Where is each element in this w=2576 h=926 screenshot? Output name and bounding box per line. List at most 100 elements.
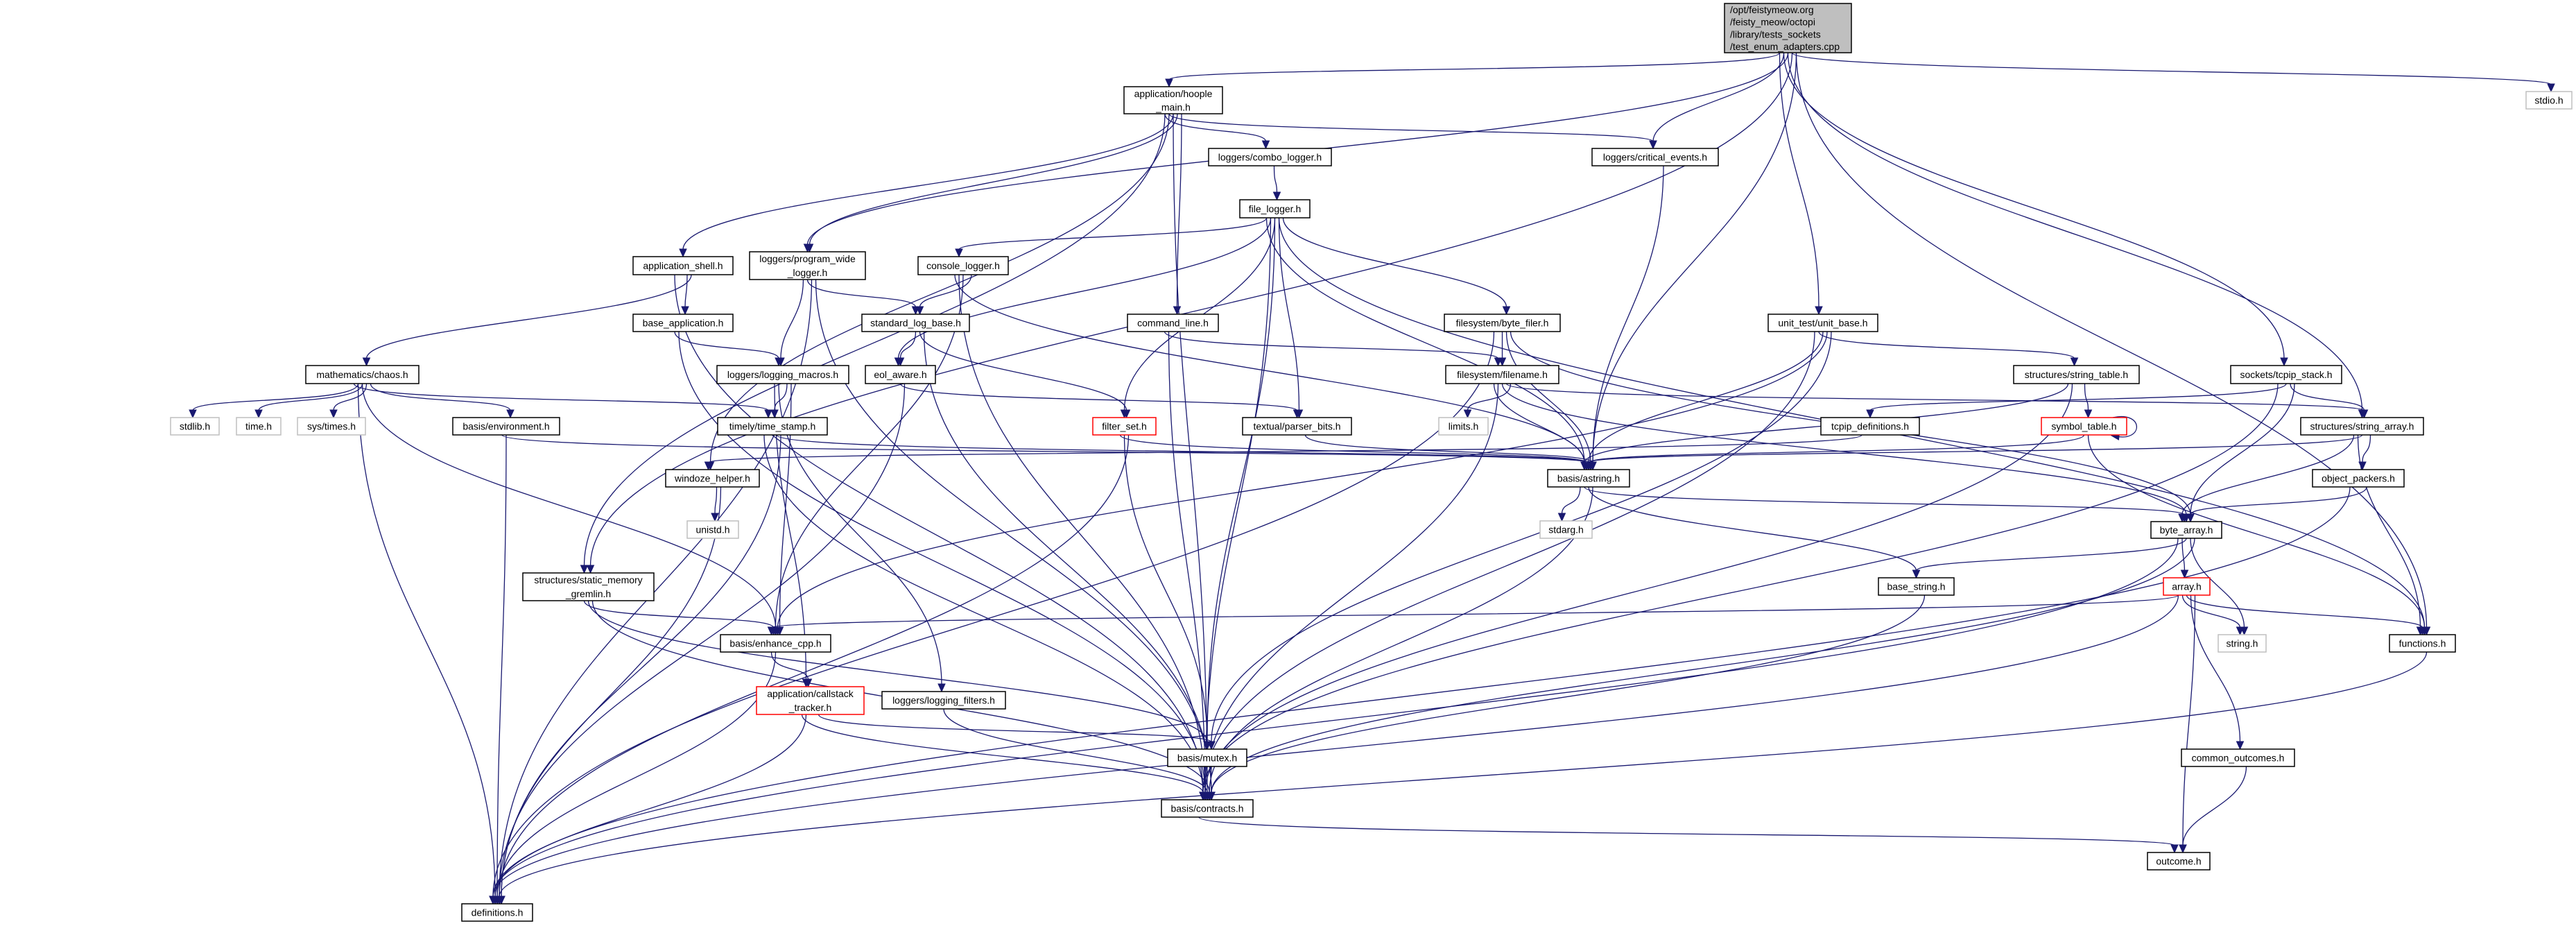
edge-file_logger-to-parser_bits bbox=[1278, 217, 1300, 411]
node-label: /opt/feistymeow.org bbox=[1730, 4, 1814, 15]
node-label: stdlib.h bbox=[180, 421, 210, 432]
node-box bbox=[461, 903, 533, 922]
arrowhead-logging_macros-to-logging_filters bbox=[937, 683, 946, 693]
arrowhead-eol_aware-to-parser_bits bbox=[1293, 409, 1302, 419]
node-windoze-helper[interactable]: windoze_helper.h bbox=[665, 469, 760, 488]
node-astring[interactable]: basis/astring.h bbox=[1547, 469, 1630, 488]
node-standard-log-base[interactable]: standard_log_base.h bbox=[861, 314, 970, 332]
node-filename[interactable]: filesystem/filename.h bbox=[1445, 365, 1559, 384]
node-label: stdarg.h bbox=[1548, 524, 1584, 535]
node-box bbox=[1724, 3, 1852, 53]
node-base-string[interactable]: base_string.h bbox=[1878, 577, 1955, 596]
edge-symbol_table-to-symbol_table bbox=[2112, 415, 2138, 438]
node-hoople-main[interactable]: application/hoople_main.h bbox=[1123, 86, 1223, 114]
arrowhead-logging_macros-to-enhance_cpp bbox=[775, 626, 784, 636]
node-byte-filer[interactable]: filesystem/byte_filer.h bbox=[1444, 314, 1561, 332]
node-box bbox=[1445, 365, 1559, 384]
node-array[interactable]: array.h bbox=[2163, 577, 2211, 596]
node-logging-filters[interactable]: loggers/logging_filters.h bbox=[881, 691, 1006, 710]
node-time[interactable]: time.h bbox=[236, 417, 282, 436]
node-program-wide-logger[interactable]: loggers/program_wide_logger.h bbox=[749, 251, 866, 280]
node-file-logger[interactable]: file_logger.h bbox=[1239, 199, 1311, 218]
node-stdlib[interactable]: stdlib.h bbox=[170, 417, 220, 436]
edge-file_logger-to-mutex bbox=[1207, 217, 1276, 743]
node-command-line[interactable]: command_line.h bbox=[1127, 314, 1219, 332]
node-object-packers[interactable]: object_packers.h bbox=[2312, 469, 2405, 488]
edge-base_string-to-contracts bbox=[1211, 594, 1926, 794]
edge-astring-to-byte_array bbox=[1584, 486, 2185, 515]
edge-unit_base-to-astring bbox=[1588, 331, 1824, 463]
node-critical-events[interactable]: loggers/critical_events.h bbox=[1591, 148, 1719, 166]
node-chaos[interactable]: mathematics/chaos.h bbox=[305, 365, 420, 384]
node-label: loggers/logging_filters.h bbox=[892, 695, 995, 706]
node-string-h[interactable]: string.h bbox=[2218, 634, 2267, 653]
node-base-application[interactable]: base_application.h bbox=[632, 314, 734, 332]
node-callstack-tracker[interactable]: application/callstack_tracker.h bbox=[756, 686, 865, 715]
edge-application_shell-to-base_application bbox=[684, 274, 688, 308]
node-mutex[interactable]: basis/mutex.h bbox=[1167, 748, 1247, 767]
node-contracts[interactable]: basis/contracts.h bbox=[1161, 799, 1254, 818]
arrowhead-hoople_main-to-combo_logger bbox=[1261, 140, 1270, 150]
node-symbol-table[interactable]: symbol_table.h bbox=[2041, 417, 2127, 436]
node-combo-logger[interactable]: loggers/combo_logger.h bbox=[1208, 148, 1332, 166]
edge-command_line-to-contracts bbox=[1168, 331, 1206, 794]
node-enhance-cpp[interactable]: basis/enhance_cpp.h bbox=[720, 634, 831, 653]
node-logging-macros[interactable]: loggers/logging_macros.h bbox=[716, 365, 849, 384]
edge-hoople_main-to-contracts bbox=[1173, 113, 1208, 794]
node-box bbox=[2147, 852, 2211, 871]
node-label: basis/contracts.h bbox=[1170, 803, 1243, 814]
arrowhead-file_logger-to-console_logger bbox=[955, 248, 963, 258]
node-box bbox=[1878, 577, 1955, 596]
arrowhead-root-to-tcpip_stack bbox=[2280, 357, 2288, 367]
node-label: basis/mutex.h bbox=[1177, 753, 1237, 764]
node-console-logger[interactable]: console_logger.h bbox=[917, 256, 1009, 275]
edge-combo_logger-to-file_logger bbox=[1273, 165, 1278, 194]
node-stdarg[interactable]: stdarg.h bbox=[1539, 520, 1593, 539]
node-string-array[interactable]: structures/string_array.h bbox=[2300, 417, 2424, 436]
node-static-memory-gremlin[interactable]: structures/static_memory_gremlin.h bbox=[522, 572, 655, 601]
node-stdio[interactable]: stdio.h bbox=[2525, 91, 2573, 110]
arrowhead-byte_array-to-base_string bbox=[1912, 569, 1921, 579]
arrowhead-program_wide_logger-to-standard_log_base bbox=[911, 306, 920, 316]
arrowhead-unit_base-to-string_table bbox=[2070, 357, 2079, 367]
node-time-stamp[interactable]: timely/time_stamp.h bbox=[717, 417, 828, 436]
node-eol-aware[interactable]: eol_aware.h bbox=[865, 365, 936, 384]
edge-standard_log_base-to-filter_set bbox=[919, 331, 1127, 411]
arrowhead-mutex-to-contracts bbox=[1205, 791, 1213, 801]
node-box bbox=[716, 365, 849, 384]
node-box bbox=[305, 365, 420, 384]
node-tcpip-stack[interactable]: sockets/tcpip_stack.h bbox=[2230, 365, 2342, 384]
node-unit-base[interactable]: unit_test/unit_base.h bbox=[1767, 314, 1878, 332]
node-functions[interactable]: functions.h bbox=[2389, 634, 2456, 653]
node-label: structures/string_table.h bbox=[2025, 369, 2128, 380]
node-tcpip-definitions[interactable]: tcpip_definitions.h bbox=[1820, 417, 1920, 436]
edge-hoople_main-to-application_shell bbox=[682, 113, 1174, 250]
node-label: unistd.h bbox=[695, 524, 729, 535]
node-common-outcomes[interactable]: common_outcomes.h bbox=[2181, 748, 2295, 767]
node-unistd[interactable]: unistd.h bbox=[686, 520, 739, 539]
node-filter-set[interactable]: filter_set.h bbox=[1092, 417, 1157, 436]
edge-array-to-enhance_cpp bbox=[770, 594, 2179, 628]
node-box bbox=[717, 417, 828, 436]
edge-unit_base-to-contracts bbox=[1202, 331, 1815, 794]
arrowhead-filename-to-limits bbox=[1463, 409, 1472, 419]
node-parser-bits[interactable]: textual/parser_bits.h bbox=[1242, 417, 1352, 436]
node-limits[interactable]: limits.h bbox=[1438, 417, 1489, 436]
edge-astring-to-base_string bbox=[1588, 486, 1917, 572]
node-environment[interactable]: basis/environment.h bbox=[452, 417, 560, 436]
node-sys-times[interactable]: sys/times.h bbox=[297, 417, 366, 436]
edge-application_shell-to-contracts bbox=[674, 274, 1204, 794]
node-string-table[interactable]: structures/string_table.h bbox=[2013, 365, 2140, 384]
edge-string_array-to-astring bbox=[1588, 434, 2363, 463]
node-box bbox=[881, 691, 1006, 710]
node-application-shell[interactable]: application_shell.h bbox=[632, 256, 734, 275]
node-label: common_outcomes.h bbox=[2192, 753, 2285, 764]
edge-windoze_helper-to-definitions bbox=[501, 486, 722, 898]
node-definitions[interactable]: definitions.h bbox=[461, 903, 533, 922]
node-box bbox=[297, 417, 366, 436]
edge-chaos-to-sys_times bbox=[333, 383, 368, 411]
node-outcome[interactable]: outcome.h bbox=[2147, 852, 2211, 871]
node-root[interactable]: /opt/feistymeow.org/feisty_meow/octopi/l… bbox=[1724, 3, 1852, 53]
node-byte-array[interactable]: byte_array.h bbox=[2150, 521, 2222, 539]
node-box bbox=[1239, 199, 1311, 218]
